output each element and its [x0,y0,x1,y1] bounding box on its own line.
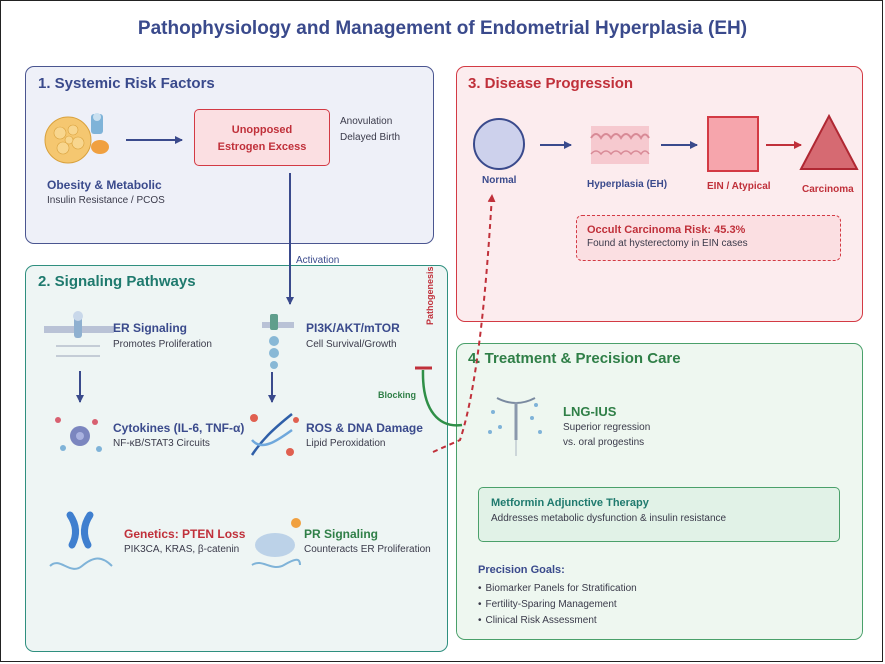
pathogenesis-label: Pathogenesis [425,266,435,325]
stage-normal-shape [473,118,525,170]
lng-ius-sub-1: Superior regression [563,422,651,433]
pi3k-sub: Cell Survival/Growth [306,339,397,350]
panel-signaling-pathways [25,265,448,652]
estrogen-excess-box: Unopposed Estrogen Excess [194,109,330,166]
obesity-label: Obesity & Metabolic [47,178,162,192]
cytokines-sub: NF-κB/STAT3 Circuits [113,438,210,449]
metformin-sub: Addresses metabolic dysfunction & insuli… [491,513,727,524]
ros-sub: Lipid Peroxidation [306,438,386,449]
panel-disease-progression [456,66,863,322]
blocking-connector [421,369,463,427]
risk-anovulation: Anovulation [340,116,393,127]
stage-carcinoma-shape [799,113,859,170]
stage-ein-label: EIN / Atypical [707,181,771,192]
diagram-title: Pathophysiology and Management of Endome… [137,18,748,39]
stage-hyperplasia-label: Hyperplasia (EH) [587,179,668,190]
panel-4-title: 4. Treatment & Precision Care [468,350,681,367]
estrogen-line-1: Unopposed [231,124,293,136]
metformin-title: Metformin Adjunctive Therapy [491,497,649,509]
stage-normal-label: Normal [482,175,517,186]
pi3k-membrane-icon [262,314,294,369]
occult-risk-sub: Found at hysterectomy in EIN cases [587,238,748,249]
stage-carcinoma-label: Carcinoma [802,184,854,195]
goal-item: Fertility-Sparing Management [478,597,637,613]
cytokines-label: Cytokines (IL-6, TNF-α) [113,421,245,435]
genetics-label: Genetics: PTEN Loss [124,527,246,541]
er-signaling-label: ER Signaling [113,321,188,335]
risk-delayed-birth: Delayed Birth [340,132,401,143]
blocking-label: Blocking [378,390,417,400]
metformin-box: Metformin Adjunctive Therapy Addresses m… [478,487,840,542]
occult-risk-title: Occult Carcinoma Risk: 45.3% [587,224,746,236]
cell-receptor-icon [91,113,109,154]
ros-label: ROS & DNA Damage [306,421,423,435]
genetics-sub: PIK3CA, KRAS, β-catenin [124,544,240,555]
chromosome-icon [49,511,113,570]
panel-1-title: 1. Systemic Risk Factors [38,75,215,92]
er-signaling-sub: Promotes Proliferation [113,339,212,350]
panel-2-title: 2. Signaling Pathways [38,273,196,290]
pi3k-label: PI3K/AKT/mTOR [306,321,400,335]
pr-signaling-label: PR Signaling [304,527,379,541]
obesity-sub: Insulin Resistance / PCOS [47,195,165,206]
adipose-tissue-icon [44,116,92,164]
goal-item: Clinical Risk Assessment [478,613,637,629]
dna-helix-icon [250,413,299,456]
goal-item: Biomarker Panels for Stratification [478,581,637,597]
precision-goals-list: Biomarker Panels for Stratification Fert… [478,581,637,629]
lng-ius-label: LNG-IUS [563,404,617,419]
stage-ein-shape [707,116,759,172]
pr-signaling-sub: Counteracts ER Proliferation [304,544,431,555]
pathogenesis-connector [432,194,496,453]
hyperplasia-tissue-icon [590,126,650,164]
lng-ius-sub-2: vs. oral progestins [563,437,645,448]
immune-cell-icon [55,417,102,452]
iud-icon [488,397,542,456]
estrogen-line-2: Estrogen Excess [217,141,307,153]
pr-receptor-icon [251,518,301,568]
activation-label: Activation [296,255,340,266]
occult-risk-box: Occult Carcinoma Risk: 45.3% Found at hy… [576,215,841,261]
er-receptor-icon [44,311,114,357]
precision-goals-title: Precision Goals: [478,564,565,576]
panel-3-title: 3. Disease Progression [468,75,634,92]
